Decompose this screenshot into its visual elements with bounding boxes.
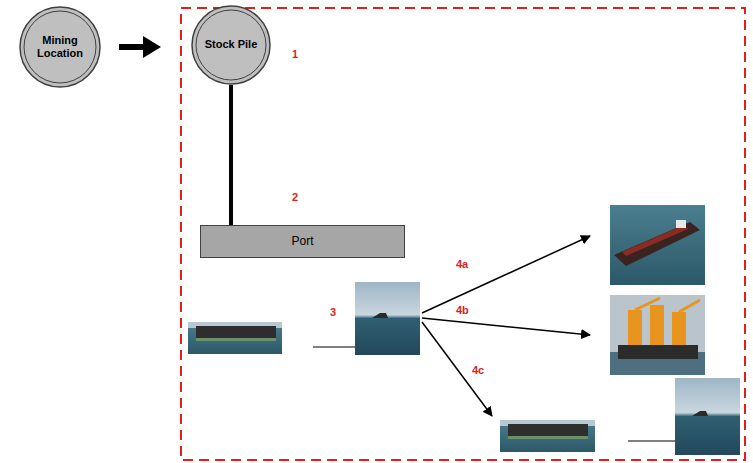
location-circle: Stock Pile	[191, 5, 271, 85]
callout-number: 2	[292, 191, 298, 204]
crane-ship-photo	[610, 295, 705, 375]
callout-number: 4b	[456, 304, 469, 317]
tug-silhouette	[372, 313, 388, 318]
crane-boom	[635, 298, 660, 310]
crane	[650, 305, 664, 345]
tow-line	[628, 441, 675, 442]
callout-number: 1	[292, 48, 298, 61]
ship-hull	[618, 345, 698, 359]
flow-arrow	[119, 44, 147, 50]
dashed-boundary	[181, 8, 745, 460]
route-arrow	[422, 322, 492, 416]
barge-photo	[188, 322, 282, 354]
conveyor-line	[229, 85, 233, 225]
callout-number: 4a	[456, 258, 468, 271]
route-arrow	[422, 236, 590, 313]
outer-ring	[20, 7, 100, 87]
tug-photo	[355, 282, 420, 355]
tow-line	[313, 347, 355, 348]
callout-number: 3	[330, 306, 336, 319]
inner-ring	[196, 10, 266, 80]
tug-silhouette	[692, 411, 708, 416]
ship-deck	[622, 225, 688, 256]
barge-waterline	[196, 338, 276, 341]
barge-hull	[196, 326, 276, 340]
port-box: Port	[200, 225, 405, 258]
crane-boom	[679, 300, 700, 312]
callout-number: 4c	[472, 364, 484, 377]
barge-photo	[500, 420, 595, 452]
bulk-carrier-photo	[610, 205, 705, 285]
node-text: Mining Location	[29, 34, 91, 60]
node-text: Stock Pile	[205, 38, 258, 51]
tug-photo	[675, 378, 740, 455]
crane	[672, 312, 686, 345]
ship-bridge	[676, 220, 686, 228]
node-text: Port	[291, 234, 313, 248]
outer-ring	[192, 6, 270, 84]
crane	[628, 310, 642, 345]
inner-ring	[24, 11, 96, 83]
barge-hull	[508, 424, 588, 438]
ship-hull	[614, 222, 700, 266]
barge-waterline	[508, 436, 588, 439]
location-circle: Mining Location	[19, 6, 101, 88]
route-arrow	[422, 318, 590, 335]
